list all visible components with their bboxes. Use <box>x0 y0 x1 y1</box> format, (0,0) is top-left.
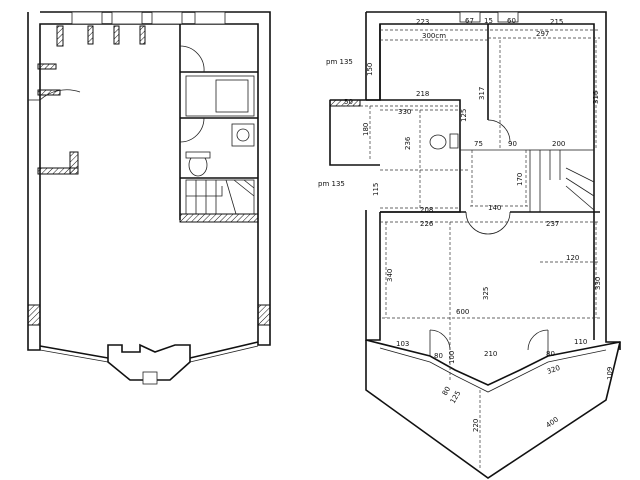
dim-50: 50 <box>344 98 353 106</box>
dim-210: 210 <box>484 350 497 358</box>
dim-90: 90 <box>508 140 517 148</box>
staircase <box>179 179 259 223</box>
left-outer-wall <box>27 11 271 351</box>
dim-316: 316 <box>592 90 600 104</box>
bay-window <box>27 304 271 385</box>
dim-150: 150 <box>366 63 374 76</box>
dim-75: 75 <box>474 140 483 148</box>
dim-223: 223 <box>416 18 429 26</box>
dim-110: 110 <box>574 338 587 346</box>
right-outer-wall <box>365 11 621 350</box>
dim-125: 125 <box>460 109 468 122</box>
dim-170: 170 <box>516 173 524 186</box>
pointed-bay <box>365 329 621 479</box>
dim-330: 330 <box>398 108 411 116</box>
dim-120: 120 <box>566 254 579 262</box>
dim-220: 220 <box>472 419 480 432</box>
dim-80a: 80 <box>434 352 443 360</box>
double-door <box>380 211 530 235</box>
bathtub <box>185 75 255 117</box>
dim-67: 67 <box>465 17 474 25</box>
right-staircase <box>529 149 600 213</box>
dim-320: 320 <box>546 364 561 376</box>
dim-237: 237 <box>546 220 559 228</box>
dimension-lines <box>340 29 600 470</box>
dim-60: 60 <box>507 17 516 25</box>
top-window-blocks <box>71 11 226 25</box>
dim-80c: 80 <box>441 385 452 397</box>
dimension-labels: pm 135 pm 135 223 67 15 60 215 300cm 297… <box>318 17 614 432</box>
dim-340: 340 <box>386 269 394 282</box>
dim-236: 236 <box>404 136 412 150</box>
dim-325: 325 <box>482 287 490 300</box>
dim-180: 180 <box>362 123 370 136</box>
left-side-features <box>28 63 81 175</box>
dim-208: 208 <box>420 206 433 214</box>
dim-140: 140 <box>488 204 501 212</box>
dim-218: 218 <box>416 90 429 98</box>
dim-125b: 125 <box>449 389 463 405</box>
right-floor-plan <box>329 11 621 479</box>
washbasin <box>231 123 255 147</box>
dim-226: 226 <box>420 220 434 228</box>
top-hatched-posts <box>56 25 146 47</box>
dim-80b: 80 <box>546 350 555 358</box>
dim-600: 600 <box>456 308 469 316</box>
dim-103: 103 <box>396 340 409 348</box>
dim-109: 109 <box>606 367 614 380</box>
level-note-2: pm 135 <box>318 180 345 188</box>
dim-115: 115 <box>372 183 380 196</box>
left-floor-plan <box>27 11 271 385</box>
dim-297: 297 <box>536 30 549 38</box>
dim-400: 400 <box>545 415 561 429</box>
dim-200: 200 <box>552 140 565 148</box>
dim-215: 215 <box>550 18 563 26</box>
dim-300: 300cm <box>422 32 446 40</box>
dim-330b: 330 <box>594 277 602 290</box>
bathroom <box>179 24 258 220</box>
dim-15: 15 <box>484 17 493 25</box>
dim-100: 100 <box>448 351 456 364</box>
dim-317: 317 <box>478 87 486 100</box>
level-note-1: pm 135 <box>326 58 353 66</box>
